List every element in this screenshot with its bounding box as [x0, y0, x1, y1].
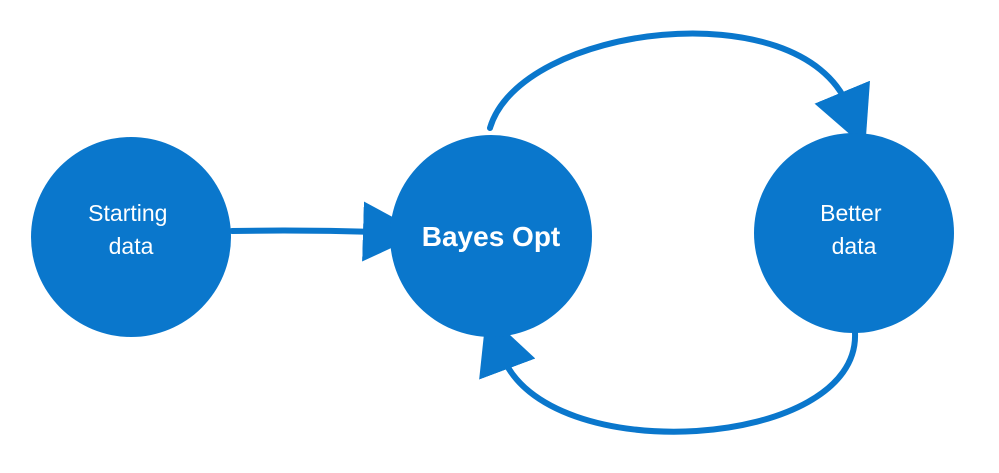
node-bayes-opt: Bayes Opt	[390, 135, 592, 337]
node-starting-data: Starting data	[31, 137, 231, 337]
node-starting-data-circle	[31, 137, 231, 337]
node-better-data-label-line2: data	[832, 233, 877, 259]
node-better-data: Better data	[754, 133, 954, 333]
node-starting-data-label-line2: data	[109, 233, 154, 259]
node-better-data-label-line1: Better	[820, 200, 882, 226]
svg-text:Starting data: Starting data	[88, 200, 174, 259]
node-bayes-opt-circle	[390, 135, 592, 337]
arrow-starting-to-bayes	[229, 201, 423, 262]
arrow-bayes-to-better-top	[487, 30, 870, 148]
node-better-data-circle	[754, 133, 954, 333]
node-starting-data-label-line1: Starting	[88, 200, 167, 226]
svg-text:Better data: Better data	[820, 200, 888, 259]
node-bayes-opt-label: Bayes Opt	[422, 221, 561, 252]
arrow-better-to-bayes-bottom	[479, 312, 859, 435]
